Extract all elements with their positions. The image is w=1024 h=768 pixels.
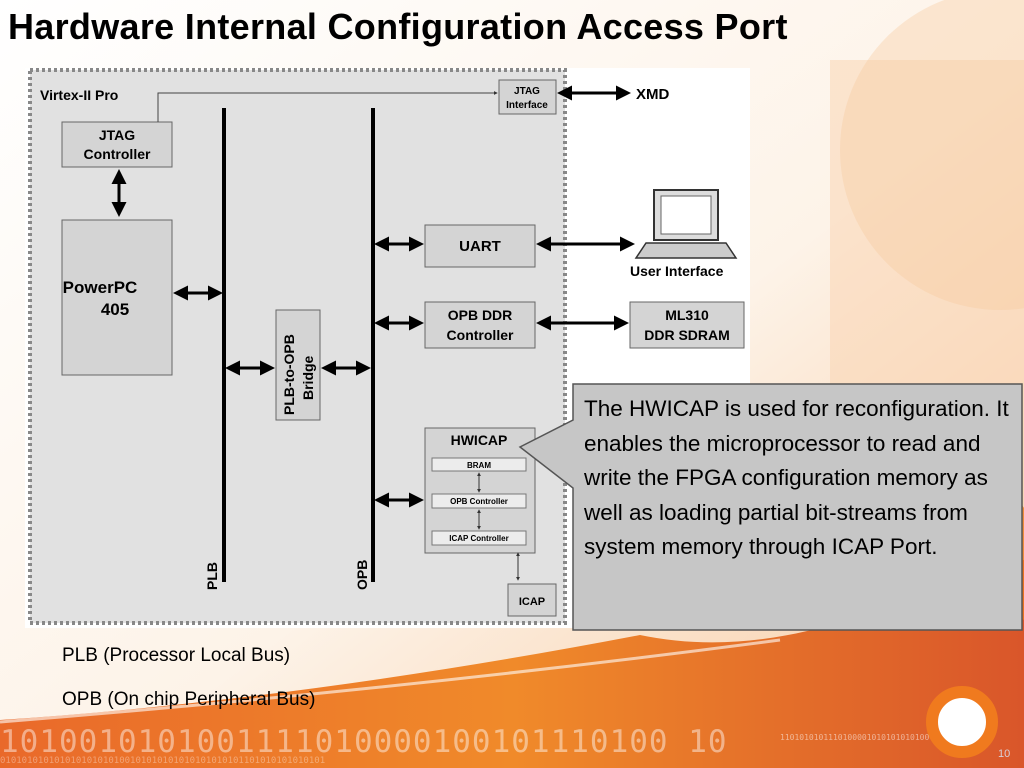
bridge-line1: PLB-to-OPB [281, 334, 297, 415]
powerpc-box [61, 219, 173, 376]
bridge-line2: Bridge [300, 355, 316, 400]
slide-number: 10 [998, 748, 1011, 760]
icap-box [507, 583, 557, 617]
icap-label: ICAP [519, 596, 545, 608]
ddr-controller-line1: OPB DDR [448, 307, 513, 323]
ddr-sdram-line2: DDR SDRAM [644, 327, 730, 343]
opb-label: OPB [354, 560, 370, 590]
jtag-interface-line1: JTAG [514, 86, 540, 97]
footer-binary-bottom: 0101010101010101010101001010101010101010… [0, 756, 326, 766]
footer-binary-small: 1101010101110100001010101010100 [780, 733, 930, 742]
note-plb: PLB (Processor Local Bus) [62, 645, 291, 666]
ddr-sdram-line1: ML310 [665, 307, 709, 323]
opb-controller-label: OPB Controller [450, 497, 508, 506]
ddr-controller-box [424, 301, 536, 349]
plb-label: PLB [204, 562, 220, 590]
jtag-interface-line2: Interface [506, 100, 548, 111]
jtag-controller-line1: JTAG [99, 127, 135, 143]
footer-binary-large: 1010010101001111010000100101110100 10 [0, 724, 728, 760]
laptop-icon [634, 189, 738, 259]
jtag-controller-box [61, 121, 173, 168]
jtag-link-line [157, 91, 498, 122]
bram-box [431, 457, 527, 472]
icap-controller-box [431, 530, 527, 546]
ddr-sdram-box [629, 301, 745, 349]
jtag-controller-line2: Controller [84, 146, 151, 162]
note-opb: OPB (On chip Peripheral Bus) [62, 689, 316, 710]
slide-title: Hardware Internal Configuration Access P… [8, 6, 788, 47]
hwicap-callout-text: The HWICAP is used for reconfiguration. … [584, 396, 1009, 559]
xmd-label: XMD [636, 86, 670, 103]
chip-label: Virtex-II Pro [40, 87, 118, 103]
uart-box [424, 224, 536, 268]
user-interface-label: User Interface [630, 263, 724, 279]
hwicap-callout-shape [518, 383, 1023, 631]
uart-label: UART [459, 238, 501, 255]
hwicap-label: HWICAP [451, 432, 508, 448]
icap-controller-label: ICAP Controller [449, 534, 508, 543]
ddr-controller-line2: Controller [447, 327, 514, 343]
jtag-interface-box [498, 79, 557, 115]
bridge-box [275, 309, 321, 421]
opb-controller-box [431, 493, 527, 509]
bram-label: BRAM [467, 461, 491, 470]
powerpc-line2: 405 [101, 300, 129, 319]
powerpc-line1: PowerPC [63, 278, 138, 297]
